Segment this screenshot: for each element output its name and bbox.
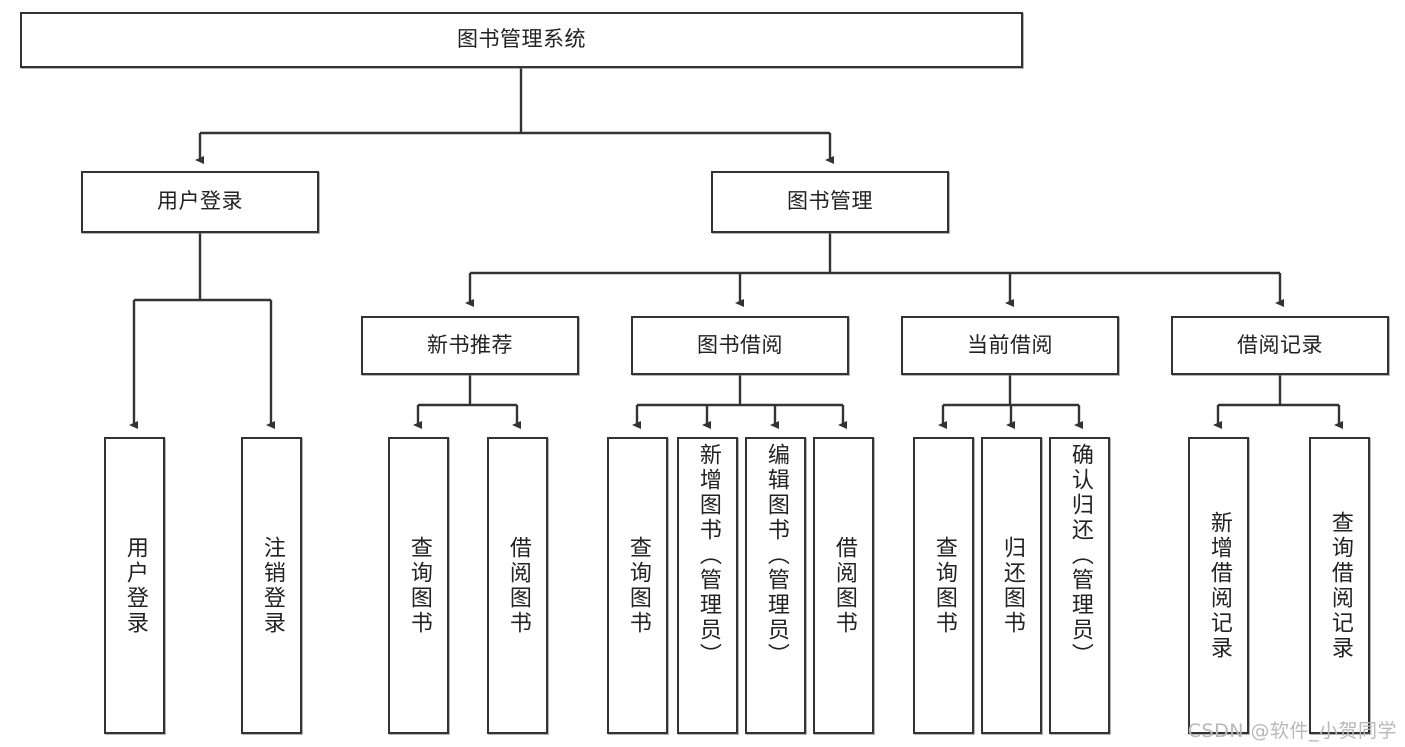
node-level3-borrow-record-label: 借阅记录 — [1237, 332, 1323, 357]
node-leaf-query-book-recommend-label: 查询图书 — [406, 535, 432, 636]
node-level3-current-borrow[interactable]: 当前借阅 — [901, 316, 1119, 375]
node-leaf-add-borrow-record[interactable]: 新增借阅记录 — [1188, 437, 1249, 734]
node-root-label: 图书管理系统 — [457, 27, 586, 52]
node-leaf-borrow-book[interactable]: 借阅图书 — [813, 437, 874, 734]
node-leaf-borrow-book-label: 借阅图书 — [831, 535, 857, 636]
node-leaf-borrow-book-recommend[interactable]: 借阅图书 — [487, 437, 548, 734]
node-leaf-query-book-borrow[interactable]: 查询图书 — [607, 437, 668, 734]
node-leaf-user-login[interactable]: 用户登录 — [104, 437, 165, 734]
node-level2-book-management-label: 图书管理 — [787, 189, 873, 214]
node-level2-book-management[interactable]: 图书管理 — [711, 171, 949, 233]
node-level2-user-login-label: 用户登录 — [157, 189, 243, 214]
node-leaf-confirm-return-admin[interactable]: 确认归还（管理员） — [1049, 437, 1110, 734]
node-level3-new-book-recommend-label: 新书推荐 — [427, 332, 513, 357]
node-leaf-query-borrow-record[interactable]: 查询借阅记录 — [1309, 437, 1370, 734]
node-level3-book-borrow[interactable]: 图书借阅 — [631, 316, 849, 375]
node-leaf-query-book-borrow-label: 查询图书 — [625, 535, 651, 636]
node-level3-new-book-recommend[interactable]: 新书推荐 — [361, 316, 579, 375]
node-leaf-return-book-label: 归还图书 — [999, 535, 1025, 636]
node-leaf-add-borrow-record-label: 新增借阅记录 — [1206, 510, 1232, 661]
node-leaf-logout[interactable]: 注销登录 — [241, 437, 302, 734]
node-leaf-return-book[interactable]: 归还图书 — [981, 437, 1042, 734]
node-leaf-query-book-recommend[interactable]: 查询图书 — [388, 437, 449, 734]
node-leaf-borrow-book-recommend-label: 借阅图书 — [505, 535, 531, 636]
node-root[interactable]: 图书管理系统 — [20, 12, 1023, 68]
node-leaf-logout-label: 注销登录 — [259, 535, 285, 636]
node-level3-borrow-record[interactable]: 借阅记录 — [1171, 316, 1389, 375]
node-leaf-edit-book-admin-label: 编辑图书（管理员） — [763, 443, 789, 668]
node-level2-user-login[interactable]: 用户登录 — [81, 171, 319, 233]
node-leaf-edit-book-admin[interactable]: 编辑图书（管理员） — [745, 437, 806, 734]
node-leaf-add-book-admin[interactable]: 新增图书（管理员） — [677, 437, 738, 734]
node-leaf-confirm-return-admin-label: 确认归还（管理员） — [1067, 443, 1093, 668]
node-leaf-user-login-label: 用户登录 — [122, 535, 148, 636]
node-leaf-query-book-current-label: 查询图书 — [931, 535, 957, 636]
csdn-watermark: CSDN @软件_小贺同学 — [1187, 720, 1397, 742]
node-leaf-add-book-admin-label: 新增图书（管理员） — [695, 443, 721, 668]
node-level3-book-borrow-label: 图书借阅 — [697, 332, 783, 357]
node-level3-current-borrow-label: 当前借阅 — [967, 332, 1053, 357]
node-leaf-query-book-current[interactable]: 查询图书 — [913, 437, 974, 734]
node-leaf-query-borrow-record-label: 查询借阅记录 — [1327, 510, 1353, 661]
